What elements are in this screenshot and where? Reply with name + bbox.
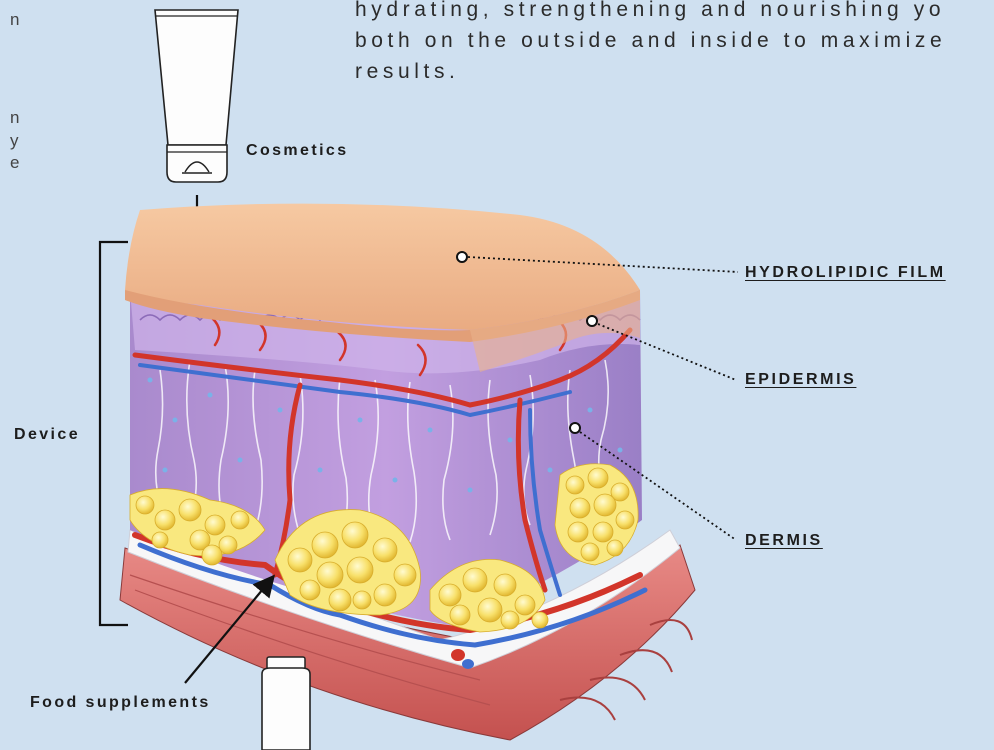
- supplement-jar-icon: [262, 657, 310, 750]
- hydrolipidic-film-link[interactable]: HYDROLIPIDIC FILM: [745, 264, 946, 282]
- hydrolipidic-film-marker: [457, 252, 467, 262]
- epidermis-marker: [587, 316, 597, 326]
- dermis-link[interactable]: DERMIS: [745, 532, 823, 550]
- food-supplements-label: Food supplements: [30, 694, 211, 712]
- cosmetic-tube-icon: [155, 10, 238, 182]
- cosmetics-label: Cosmetics: [246, 142, 349, 160]
- device-label: Device: [14, 426, 80, 444]
- epidermis-link[interactable]: EPIDERMIS: [745, 371, 856, 389]
- dermis-marker: [570, 423, 580, 433]
